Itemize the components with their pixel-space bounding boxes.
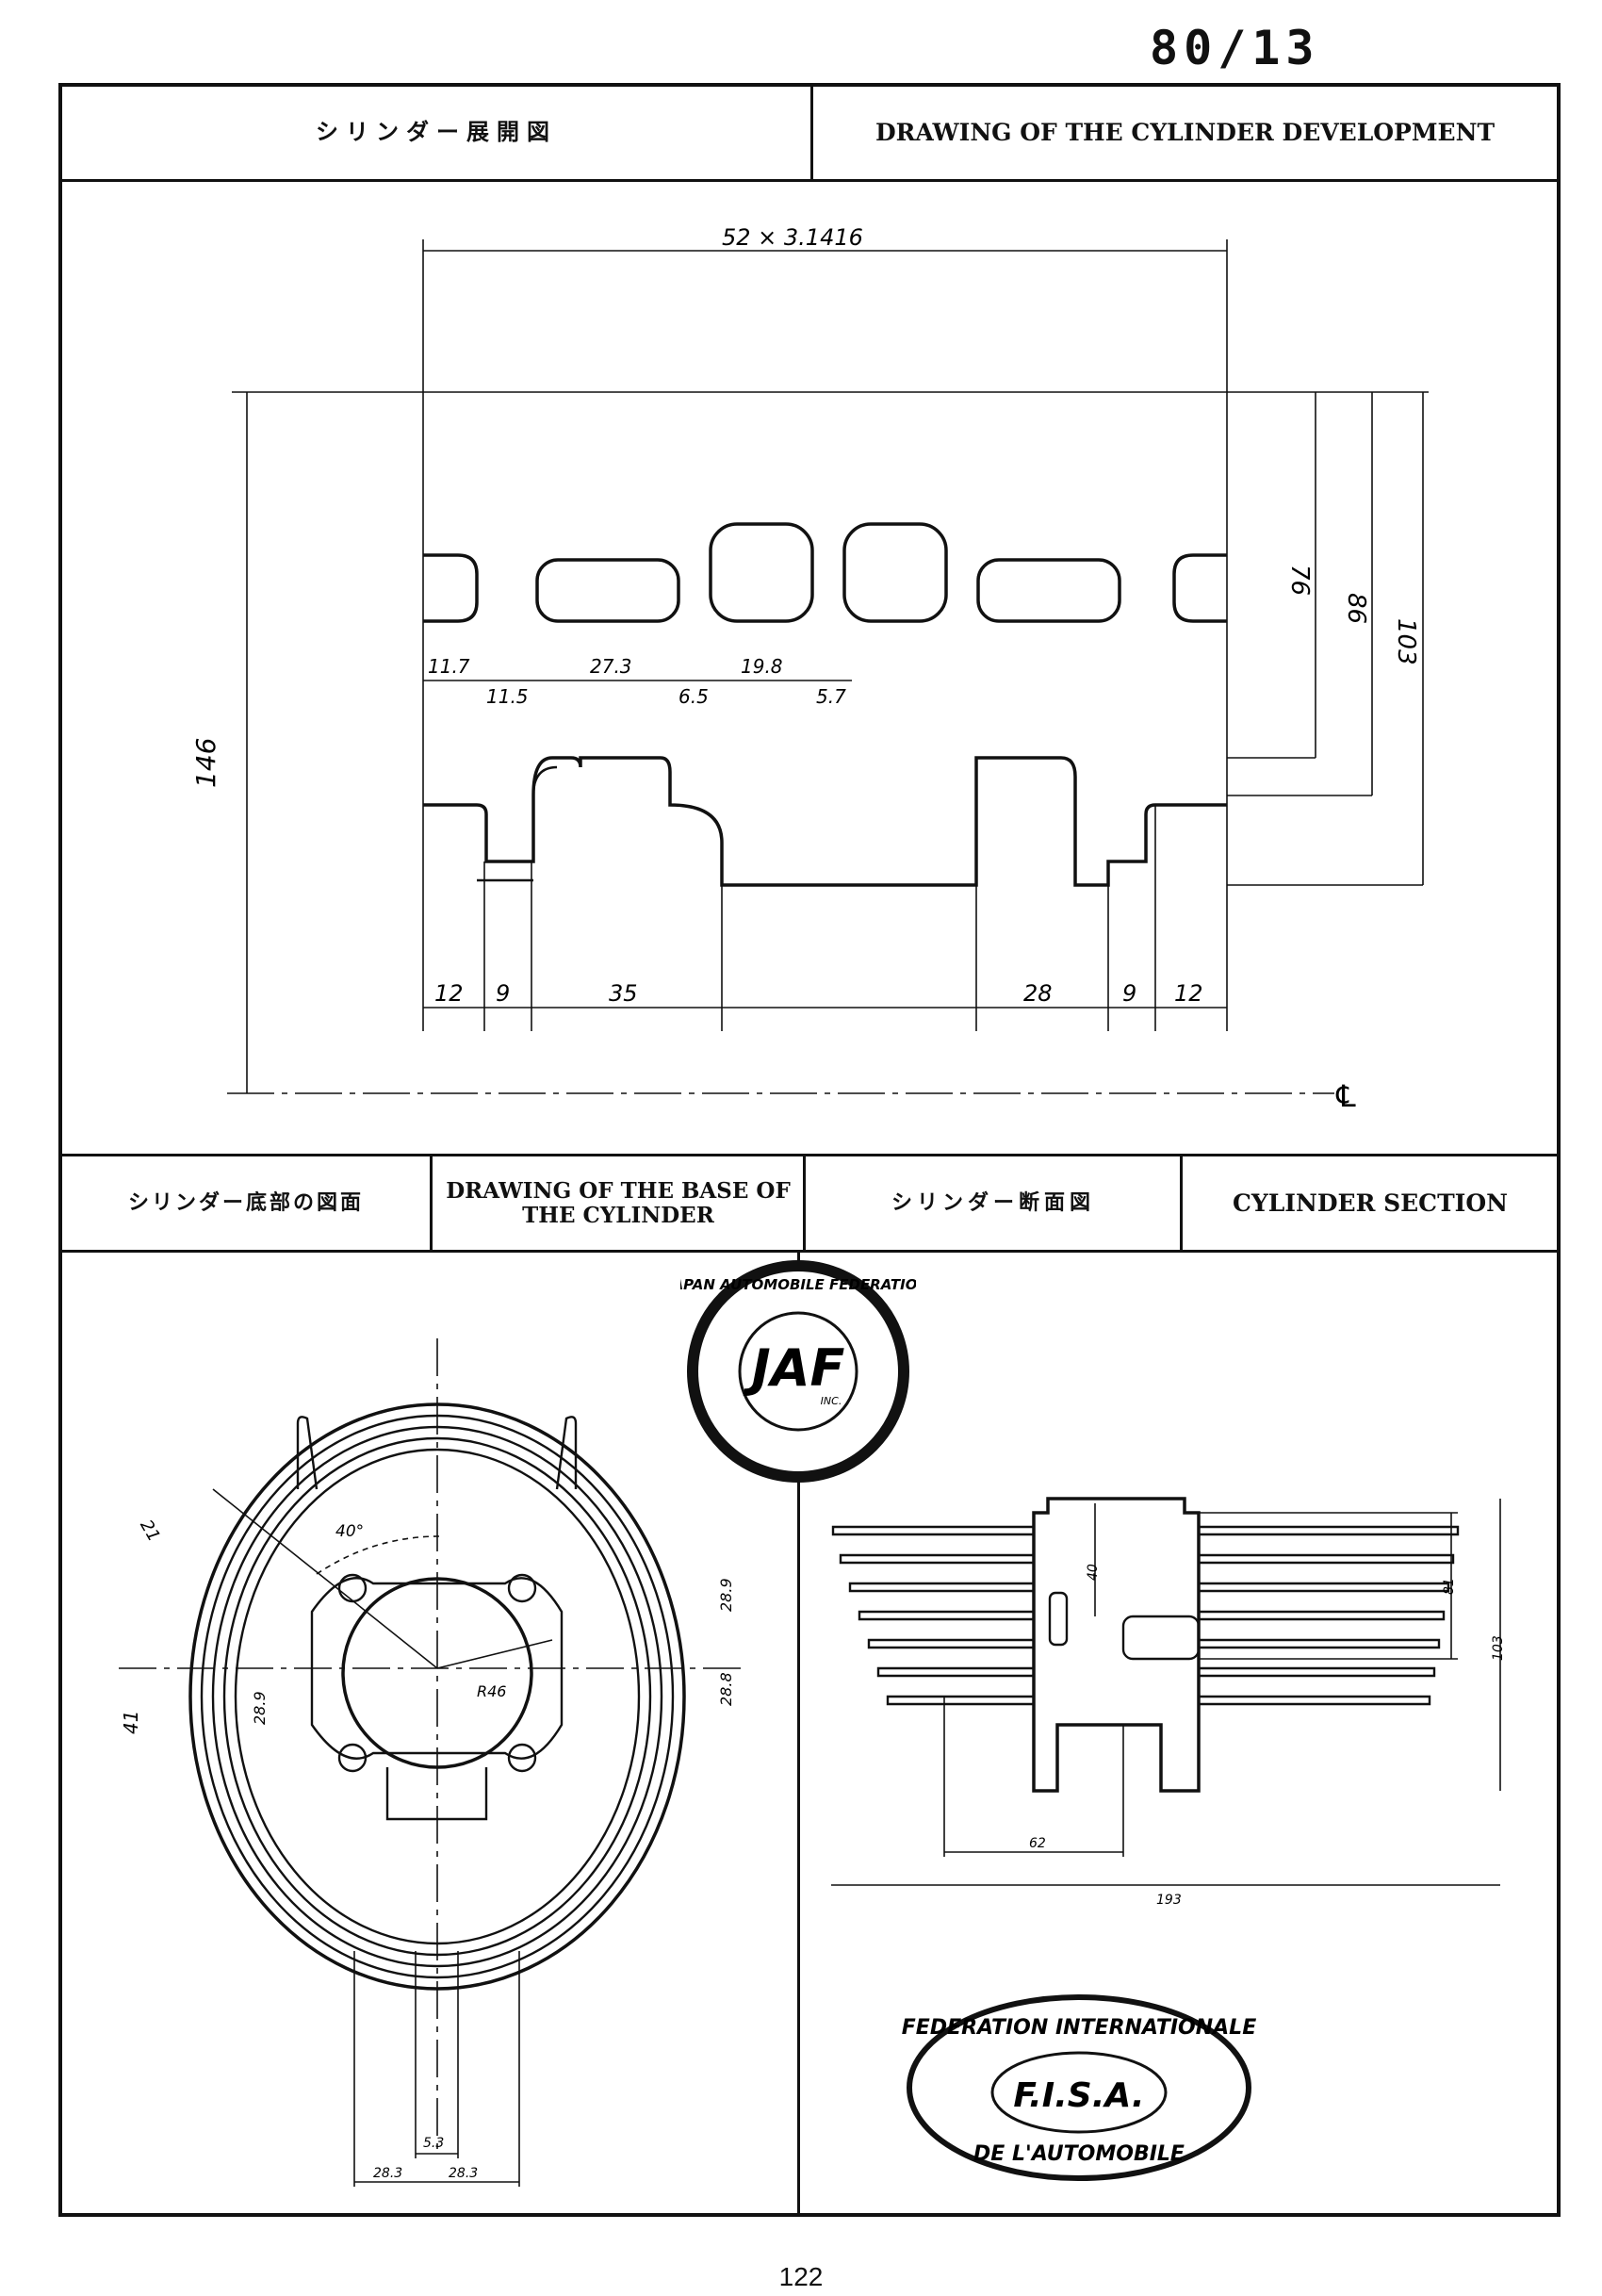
cooling-fins-right — [1199, 1525, 1460, 1706]
dim-193: 193 — [1156, 1893, 1182, 1908]
port-right-edge — [1172, 553, 1227, 623]
cooling-fins-left — [831, 1525, 1034, 1706]
dim-28-9-left: 28.9 — [251, 1691, 269, 1725]
header-divider-vertical — [810, 83, 813, 181]
page-number: 122 — [778, 2262, 824, 2291]
dim-12-left: 12 — [434, 980, 464, 1007]
port-exhaust-left — [535, 558, 680, 623]
dim-103-section: 103 — [1491, 1635, 1506, 1661]
fin-outline-5 — [234, 1448, 641, 1945]
section-divider-c — [1180, 1154, 1183, 1252]
section-divider-top — [58, 1154, 1561, 1156]
bottom-panels-divider — [797, 1250, 800, 2217]
cylinder-lower-profile — [423, 756, 1227, 887]
fin-outline-4 — [222, 1436, 652, 1957]
cylinder-section-drawing: 40 81 103 62 193 — [831, 1497, 1506, 1908]
section-title-japanese: シリンダー断面図 — [891, 1191, 1095, 1216]
dim-21: 21 — [136, 1517, 164, 1545]
dim-28: 28 — [1023, 980, 1053, 1007]
base-title-japanese: シリンダー底部の図面 — [127, 1191, 364, 1216]
fisa-stamp: F.I.S.A. FEDERATION INTERNATIONALE DE L'… — [902, 1994, 1256, 2181]
dim-27-3: 27.3 — [590, 655, 632, 678]
dim-35: 35 — [609, 980, 638, 1007]
fin-outline-1 — [188, 1402, 686, 1991]
fin-outline-2 — [200, 1414, 675, 1979]
port-left-edge — [423, 553, 479, 623]
dim-5-7: 5.7 — [816, 685, 846, 708]
section-divider-b — [803, 1154, 806, 1252]
dim-28-9-right: 28.9 — [717, 1578, 735, 1612]
port-transfer-left — [709, 522, 814, 623]
jaf-seal: JAF INC. JAPAN AUTOMOBILE FEDERATION — [680, 1260, 916, 1483]
port-exhaust-right — [976, 558, 1121, 623]
header-divider-top — [58, 179, 1561, 182]
document-number: 80/13 — [1150, 21, 1320, 75]
dim-line-r46 — [436, 1639, 553, 1669]
dim-line-21 — [212, 1488, 438, 1669]
dim-41: 41 — [120, 1711, 142, 1734]
cylinder-base-drawing: 21 40° 28.9 28.8 R46 41 28.9 5.3 28.3 28… — [119, 1338, 741, 2187]
section-divider-bottom — [58, 1250, 1561, 1253]
top-title-japanese: シリンダー展開図 — [316, 119, 557, 146]
drawing-frame — [58, 83, 1561, 2217]
dim-40-deg: 40° — [335, 1522, 364, 1541]
centerline-label: ℄ — [1332, 1078, 1360, 1114]
dim-40: 40 — [1086, 1564, 1101, 1581]
section-port — [1121, 1615, 1201, 1661]
bore-circle — [341, 1577, 533, 1769]
dim-62: 62 — [1029, 1836, 1046, 1851]
dim-9-left: 9 — [496, 980, 510, 1007]
stud-hole-top-right — [507, 1573, 537, 1603]
fisa-stamp-center: F.I.S.A. — [1013, 2076, 1144, 2115]
dim-103: 103 — [1392, 618, 1420, 665]
jaf-seal-center: JAF — [744, 1338, 845, 1398]
dim-28-8-right: 28.8 — [717, 1672, 735, 1706]
section-title-english: CYLINDER SECTION — [1232, 1189, 1509, 1217]
stud-hole-bottom-right — [507, 1743, 537, 1773]
dim-11-7: 11.7 — [428, 655, 470, 678]
dim-6-5: 6.5 — [678, 685, 709, 708]
dim-86: 86 — [1342, 593, 1370, 624]
base-title-english: DRAWING OF THE BASE OF THE CYLINDER — [446, 1177, 791, 1228]
dim-height: 146 — [190, 738, 221, 788]
angle-arc-40 — [316, 1535, 440, 1575]
dim-12-right: 12 — [1174, 980, 1203, 1007]
jaf-seal-sub: INC. — [821, 1395, 842, 1407]
cylinder-development-drawing: 52 × 3.1416 146 ℄ 76 86 103 11.7 11.5 27… — [190, 224, 1429, 1114]
dim-28-3-right: 28.3 — [449, 2166, 478, 2181]
fin-outline-3 — [211, 1425, 663, 1968]
dim-overall-width: 52 × 3.1416 — [722, 224, 863, 251]
base-slot-left — [296, 1416, 319, 1490]
jaf-seal-ring-text: JAPAN AUTOMOBILE FEDERATION — [680, 1276, 916, 1293]
top-title-english: DRAWING OF THE CYLINDER DEVELOPMENT — [875, 118, 1496, 146]
dim-19-8: 19.8 — [741, 655, 783, 678]
dim-11-5: 11.5 — [486, 685, 529, 708]
profile-inner-left — [531, 765, 558, 861]
dim-9-right: 9 — [1122, 980, 1136, 1007]
dim-5-3: 5.3 — [423, 2136, 444, 2151]
dim-28-3-left: 28.3 — [373, 2166, 402, 2181]
base-slot-right — [555, 1416, 578, 1490]
port-transfer-right — [842, 522, 948, 623]
section-transfer-left — [1048, 1591, 1069, 1647]
dim-81: 81 — [1442, 1578, 1457, 1595]
cylinder-section-body — [1032, 1497, 1201, 1793]
stud-hole-bottom-left — [337, 1743, 368, 1773]
dim-76: 76 — [1285, 565, 1314, 596]
fisa-stamp-bottom-text: DE L'AUTOMOBILE — [973, 2142, 1185, 2166]
dim-r46: R46 — [477, 1682, 506, 1700]
fisa-stamp-top-text: FEDERATION INTERNATIONALE — [902, 2016, 1256, 2040]
base-tab — [385, 1767, 488, 1821]
section-divider-a — [430, 1154, 433, 1252]
